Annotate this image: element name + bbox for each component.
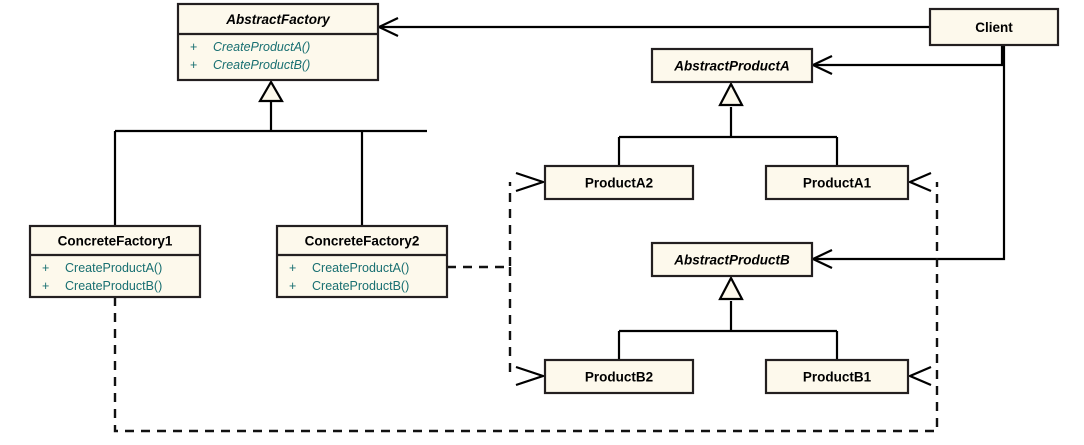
class-name-label: AbstractProductA [673,59,790,74]
class-box-frame [650,47,814,84]
class-name-label: AbstractProductB [673,253,790,268]
class-box-frame [275,224,449,299]
class-box-frame [543,164,695,201]
member-visibility: + [42,279,49,293]
class-box-frame [650,241,814,278]
generalization-producta-abstractproducta[interactable] [617,81,839,166]
member-visibility: + [289,261,296,275]
class-box-concrete-factory-2[interactable]: ConcreteFactory2 + CreateProductA() + Create… [275,224,449,299]
association-client-abstractproductb[interactable] [810,45,1006,269]
classes-layer: AbstractFactory + CreateProductA() + CreateP… [28,2,1060,395]
class-box-frame [928,7,1060,47]
member-visibility: + [289,279,296,293]
member-visibility: + [190,40,197,54]
member-signature: CreateProductA() [213,40,310,54]
relations-layer [113,17,1006,433]
class-name-label: ConcreteFactory1 [58,234,173,249]
class-box-frame [764,164,910,201]
association-client-abstractproducta[interactable] [810,45,1004,75]
class-name-label: ProductA1 [803,176,872,191]
class-name-label: ProductB1 [803,370,872,385]
class-box-abstract-product-b[interactable]: AbstractProductB [650,241,814,278]
member-signature: CreateProductA() [65,261,162,275]
class-box-abstract-factory[interactable]: AbstractFactory + CreateProductA() + CreateP… [176,2,380,82]
association-client-abstractfactory[interactable] [376,17,930,37]
member-signature: CreateProductA() [312,261,409,275]
dependency-concretefactory1-products[interactable] [113,171,939,433]
class-box-frame [543,358,695,395]
class-box-client[interactable]: Client [928,7,1060,47]
class-box-product-b1[interactable]: ProductB1 [764,358,910,395]
class-name-label: ConcreteFactory2 [305,234,420,249]
dependency-concretefactory2-products[interactable] [447,171,547,387]
class-box-concrete-factory-1[interactable]: ConcreteFactory1 + CreateProductA() + Create… [28,224,202,299]
class-name-label: Client [975,20,1013,35]
class-name-label: ProductB2 [585,370,653,385]
class-box-product-b2[interactable]: ProductB2 [543,358,695,395]
member-signature: CreateProductB() [65,279,162,293]
class-box-product-a1[interactable]: ProductA1 [764,164,910,201]
class-box-frame [176,2,380,82]
member-signature: CreateProductB() [312,279,409,293]
generalization-concretefactories-abstractfactory[interactable] [113,79,427,226]
class-box-frame [764,358,910,395]
class-box-frame [28,224,202,299]
class-name-label: ProductA2 [585,176,653,191]
generalization-productb-abstractproductb[interactable] [617,275,839,360]
class-box-product-a2[interactable]: ProductA2 [543,164,695,201]
class-box-abstract-product-a[interactable]: AbstractProductA [650,47,814,84]
member-visibility: + [42,261,49,275]
member-signature: CreateProductB() [213,58,310,72]
member-visibility: + [190,58,197,72]
class-name-label: AbstractFactory [225,12,331,27]
